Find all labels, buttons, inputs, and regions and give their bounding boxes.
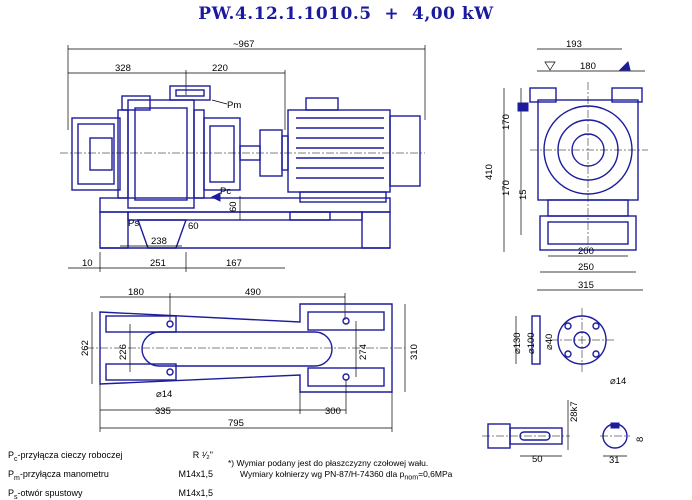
dim-key-width: 8 <box>635 437 646 442</box>
dim-pump-span: 335 <box>155 406 171 417</box>
dim-pc-height: 60 <box>228 201 239 212</box>
dim-flange-hole: ⌀14 <box>610 376 626 387</box>
note-line-1: *) Wymiar podany jest do płaszczyzny czo… <box>228 458 429 468</box>
dim-key-length: 50 <box>532 454 543 465</box>
dim-height-total: 410 <box>484 164 495 180</box>
dim-width-left: 262 <box>80 340 91 356</box>
end-view: 193 180 410 170 170 15 <box>484 39 648 291</box>
legend-row-ps: Ps-otwór spustowy M14x1,5 <box>8 486 213 500</box>
shaft-detail: 28k7 50 8 31 <box>482 400 646 466</box>
dim-inner-left: 226 <box>118 344 129 360</box>
dim-hole-diameter: ⌀14 <box>156 389 172 400</box>
dim-foot-right: 60 <box>188 221 199 232</box>
dim-pump-part: 328 <box>115 63 131 74</box>
dim-motor-slot: 300 <box>325 406 341 417</box>
dim-flange-offset: 180 <box>580 61 596 72</box>
dim-top-width: 193 <box>566 39 582 50</box>
legend-row-pm: Pm-przyłącza manometru M14x1,5 <box>8 467 213 486</box>
dim-left-overhang: 10 <box>82 258 93 269</box>
label-ps: Ps <box>128 218 139 229</box>
dim-base-motor: 167 <box>226 258 242 269</box>
dim-flange-outer: ⌀130 <box>512 332 523 354</box>
legend-thread: R ¹⁄₂" <box>192 450 213 460</box>
dim-foot-inner: 200 <box>578 246 594 257</box>
dim-inner-right: 274 <box>358 344 369 360</box>
dim-width-right: 310 <box>409 344 420 360</box>
dim-base-pump: 251 <box>150 258 166 269</box>
dim-slot-span: 490 <box>245 287 261 298</box>
side-view: ~967 328 220 <box>60 39 426 272</box>
dim-base-offset: 15 <box>518 189 529 200</box>
legend-row-pc: Pc-przyłącza cieczy roboczej R ¹⁄₂" <box>8 448 213 467</box>
drawing-title: PW.4.12.1.1010.5 + 4,00 kW <box>198 4 494 24</box>
dim-slot-offset: 180 <box>128 287 144 298</box>
dim-total-length: 795 <box>228 418 244 429</box>
legend-thread: M14x1,5 <box>178 487 213 498</box>
dim-flange-bolt-circle: ⌀100 <box>526 332 537 354</box>
legend-thread: M14x1,5 <box>178 468 213 479</box>
dim-flange-bore: ⌀40 <box>544 334 555 350</box>
dim-base-width: 315 <box>578 280 594 291</box>
dim-shaft-height: 31 <box>609 455 620 466</box>
connection-legend: Pc-przyłącza cieczy roboczej R ¹⁄₂" Pm-p… <box>8 448 213 500</box>
dim-to-motor: 220 <box>212 63 228 74</box>
plan-view: 180 490 262 226 274 310 ⌀14 <box>80 287 420 432</box>
dim-overall-length: ~967 <box>233 39 254 50</box>
label-pm: Pm <box>227 100 241 111</box>
flange-detail: ⌀130 ⌀100 ⌀40 ⌀14 <box>512 308 626 387</box>
label-pc: Pc <box>220 186 231 197</box>
drawing-notes: *) Wymiar podany jest do płaszczyzny czo… <box>228 458 452 484</box>
note-line-2: Wymiary kołnierzy wg PN-87/H-74360 dla p… <box>240 469 453 482</box>
dim-foot-outer: 250 <box>578 262 594 273</box>
dim-upper-half: 170 <box>501 114 512 130</box>
dim-foot-spacing: 238 <box>151 236 167 247</box>
dim-lower-half: 170 <box>501 180 512 196</box>
dim-shaft-fit: 28k7 <box>569 401 580 422</box>
